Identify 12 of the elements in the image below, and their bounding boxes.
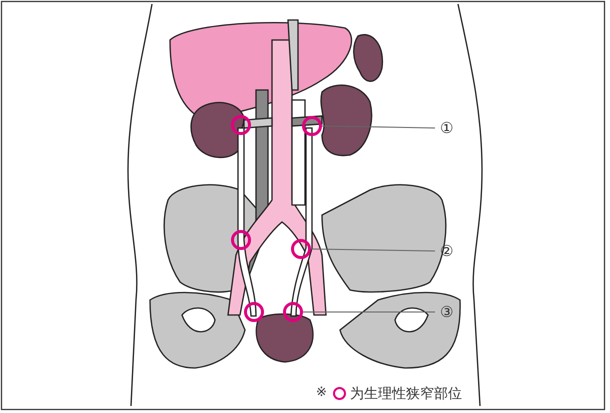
narrowing-circle	[231, 115, 251, 135]
callout-number: ①	[440, 119, 454, 137]
narrowing-circle	[291, 239, 311, 259]
narrowing-circle	[302, 116, 322, 136]
narrowing-circle	[231, 230, 251, 250]
narrowing-circle	[244, 302, 264, 322]
narrowing-circle	[283, 302, 303, 322]
callout-number: ③	[440, 303, 454, 321]
reference-mark: ※	[316, 384, 327, 402]
leader-line	[322, 126, 436, 128]
leader-line	[310, 248, 436, 252]
legend-text: 为生理性狭窄部位	[350, 385, 462, 403]
